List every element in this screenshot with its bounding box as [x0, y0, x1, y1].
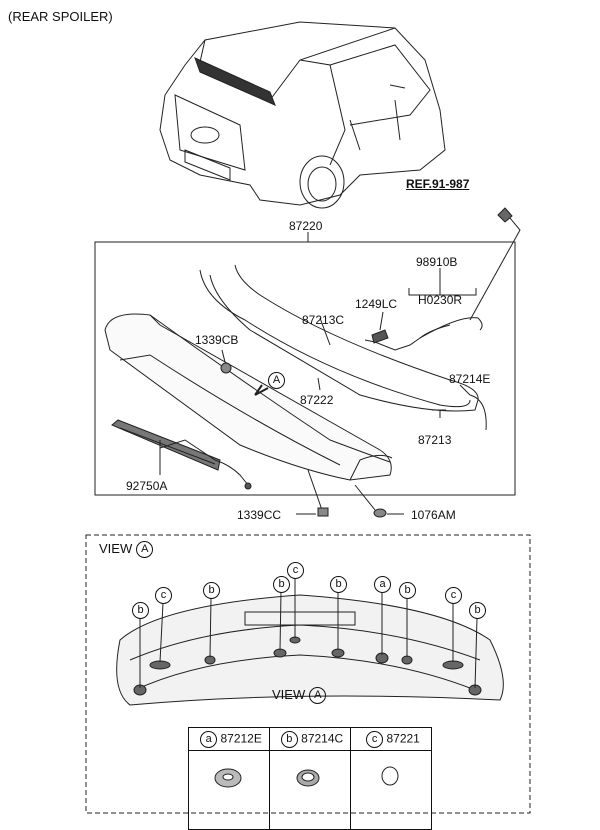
callout-b: b — [132, 602, 149, 619]
part-87220[interactable]: 87220 — [289, 219, 323, 233]
part-87222[interactable]: 87222 — [300, 393, 334, 407]
legend-table: a 87212E b 87214C c 87221 — [188, 727, 432, 830]
legend-pic-b — [269, 750, 351, 830]
part-98910B[interactable]: 98910B — [416, 255, 458, 269]
callout-a: a — [374, 576, 391, 593]
part-92750A[interactable]: 92750A — [126, 479, 168, 493]
part-87213[interactable]: 87213 — [418, 433, 452, 447]
part-87214E[interactable]: 87214E — [449, 372, 491, 386]
legend-head-a[interactable]: a 87212E — [188, 727, 270, 751]
ref-label[interactable]: REF.91-987 — [406, 177, 470, 191]
assembly-box — [94, 241, 516, 496]
callout-b: b — [399, 582, 416, 599]
legend-pic-a — [188, 750, 270, 830]
callout-c: c — [445, 587, 462, 604]
callout-c: c — [287, 562, 304, 579]
diagram-title: (REAR SPOILER) — [8, 9, 113, 24]
view-arrow-marker: A — [268, 372, 285, 389]
legend-head-b[interactable]: b 87214C — [269, 727, 351, 751]
legend-pic-c — [350, 750, 432, 830]
part-H0230R[interactable]: H0230R — [418, 293, 463, 307]
part-1339CB[interactable]: 1339CB — [195, 333, 239, 347]
callout-b: b — [330, 576, 347, 593]
car-illustration — [159, 21, 446, 209]
part-87213C[interactable]: 87213C — [302, 313, 345, 327]
spoiler-body — [104, 313, 392, 481]
callout-b: b — [273, 576, 290, 593]
part-1339CC[interactable]: 1339CC — [237, 508, 282, 522]
part-1249LC[interactable]: 1249LC — [355, 297, 398, 311]
part-1076AM[interactable]: 1076AM — [411, 508, 456, 522]
callout-b: b — [203, 582, 220, 599]
callout-c: c — [155, 587, 172, 604]
callout-b: b — [469, 602, 486, 619]
legend-head-c[interactable]: c 87221 — [350, 727, 432, 751]
